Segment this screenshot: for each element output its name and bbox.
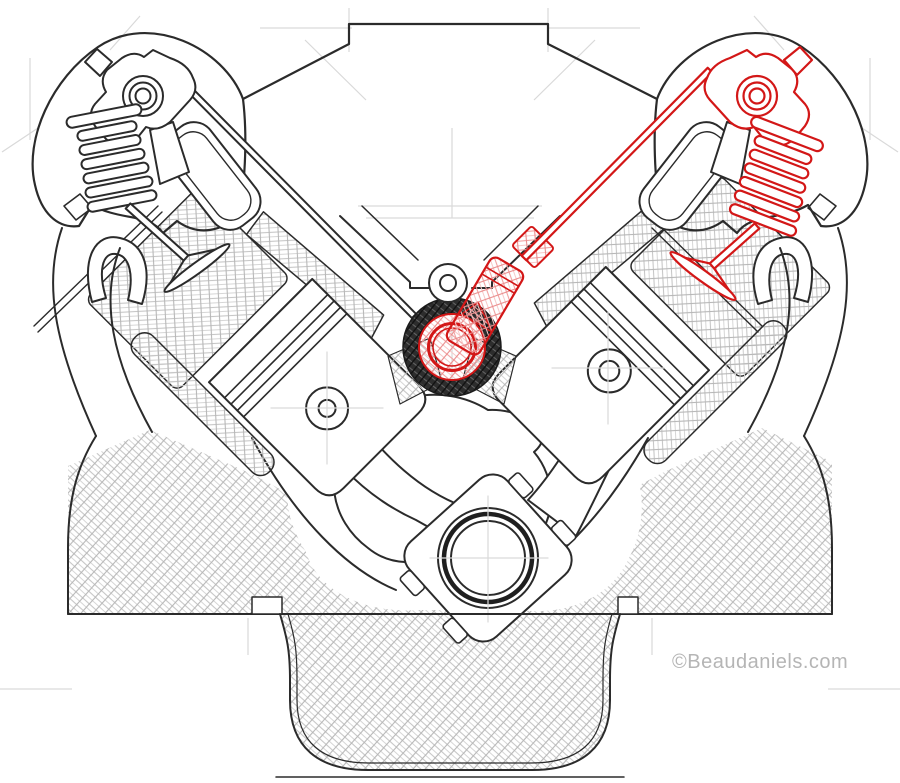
construction-line (533, 39, 596, 101)
sump-inner-wall (287, 613, 613, 764)
spring-coil-highlight (728, 203, 798, 237)
exhaust-port-left (87, 236, 148, 305)
cylinder-liner-left-outer (130, 331, 275, 477)
rod-bolt (442, 617, 468, 644)
wrist-pin-left-bore (317, 398, 337, 418)
left-valvetrain (65, 48, 418, 320)
sump-outer-wall (279, 613, 621, 771)
rocker-pivot-highlight-mid (742, 81, 772, 111)
spring-coil (80, 147, 146, 171)
block-wall-left (67, 435, 97, 615)
valve-spring-left (65, 103, 158, 213)
valley-wall-left (339, 215, 431, 289)
valve-spring-highlight (728, 115, 824, 237)
spring-coil-highlight (753, 134, 813, 166)
head-outer-edge-right (803, 227, 848, 437)
cover-tab-right (807, 193, 837, 221)
construction-line (861, 127, 899, 153)
head-outer-edge-left (52, 227, 97, 437)
crank-journal-bore (450, 520, 526, 596)
rod-bolt (399, 569, 426, 597)
spring-coil-highlight (748, 148, 810, 180)
piston-rings-left (223, 293, 348, 418)
valve-head-highlight (669, 250, 737, 302)
spring-coil-highlight (733, 189, 801, 223)
rocker-adjuster-left (84, 48, 113, 77)
valve-head-left (163, 243, 231, 293)
cylinder-liner-right-outer (643, 319, 788, 465)
rocker-adjuster-highlight (782, 45, 814, 77)
spring-coil-highlight (738, 175, 804, 209)
valve-lifter-highlight (445, 256, 525, 356)
rocker-pivot-left-shaft (134, 87, 152, 105)
spring-retainer-highlight (750, 115, 824, 153)
construction-line (1, 127, 39, 153)
spring-coil-highlight (743, 162, 807, 194)
crank-bearing-shell (441, 511, 535, 605)
water-jacket-left (109, 247, 153, 433)
rocker-pivot-highlight-shaft (748, 87, 766, 105)
construction-line (304, 39, 367, 101)
rocker-pivot-left-mid (128, 81, 158, 111)
pan-rail-boss (251, 596, 283, 615)
spring-coil (82, 161, 150, 185)
rod-bolt (550, 519, 577, 547)
spring-coil (86, 189, 158, 213)
water-jacket-right (747, 247, 791, 433)
oil-gallery-bore (439, 274, 457, 292)
construction-line (109, 15, 141, 51)
wrist-pin-right (586, 348, 632, 394)
valley-inner-right (483, 205, 539, 261)
block-wall-right (803, 435, 833, 615)
intake-manifold (241, 22, 659, 101)
wrist-pin-right-bore (598, 359, 621, 382)
rod-bolt (508, 472, 534, 499)
left-bank (33, 188, 443, 497)
spring-retainer-left (65, 103, 143, 129)
watermark-text: ©Beaudaniels.com (672, 651, 848, 673)
highlighted-valvetrain (418, 45, 824, 381)
spring-coil (76, 120, 138, 142)
oil-gallery (428, 263, 468, 303)
valley-inner-left (361, 205, 419, 261)
pan-rail-boss (617, 596, 639, 615)
oil-pan (67, 435, 833, 778)
spring-coil (78, 134, 142, 156)
spring-coil (84, 175, 154, 199)
intake-port-right (752, 236, 813, 305)
